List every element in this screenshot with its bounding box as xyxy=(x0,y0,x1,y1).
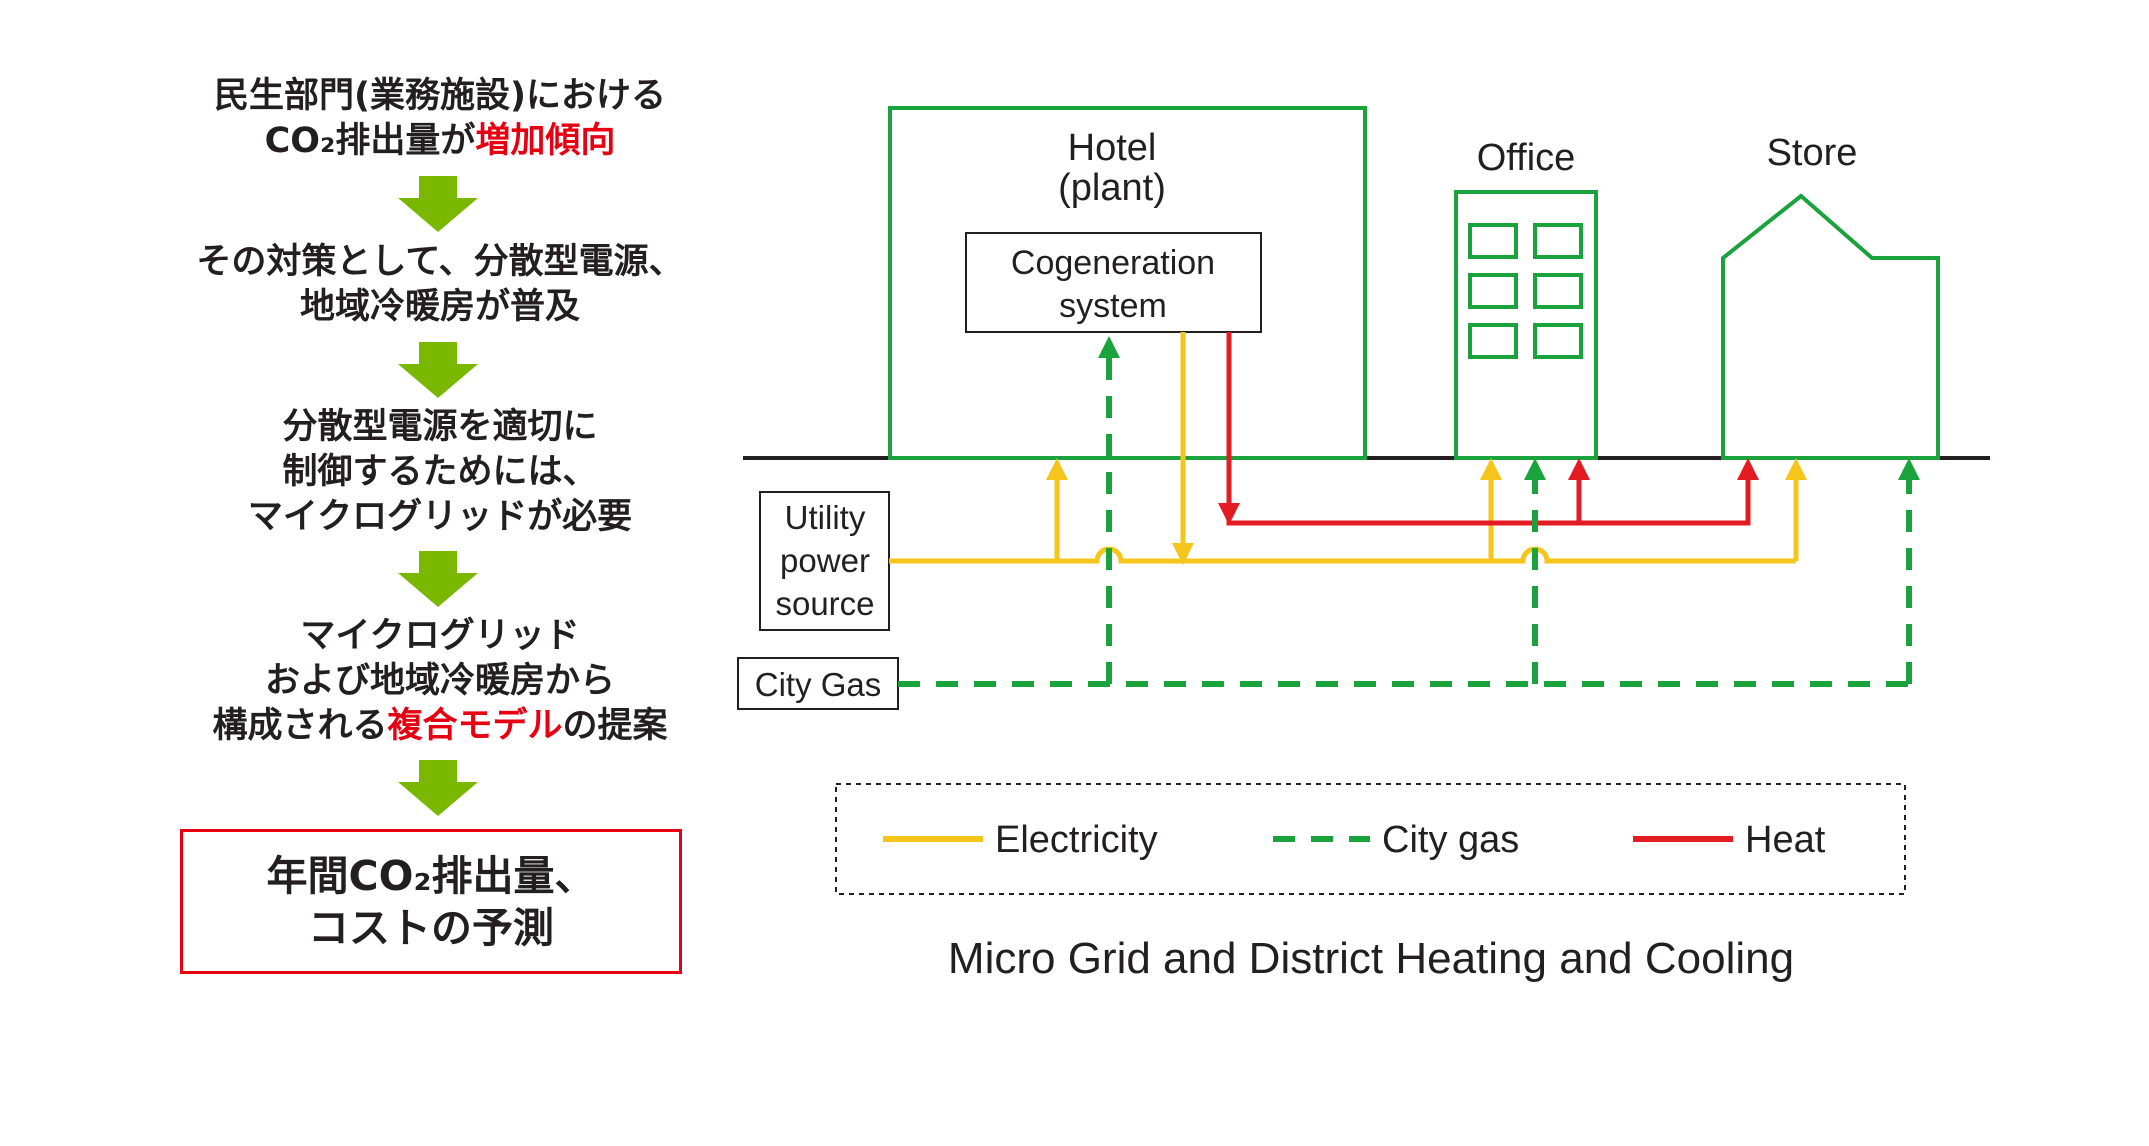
gas-arrowheads xyxy=(1098,336,1920,480)
flow-step-4-line-2: および地域冷暖房から xyxy=(264,661,615,701)
flow-step-1-text: CO₂排出量が xyxy=(264,121,476,161)
utility-power-source-box xyxy=(759,491,890,631)
gas-lines xyxy=(898,355,1912,687)
office-window xyxy=(1468,323,1518,359)
result-line-2: コストの予測 xyxy=(308,903,554,952)
utility-label-3: source xyxy=(775,585,874,622)
office-window xyxy=(1468,273,1518,309)
heat-arrow-down xyxy=(1218,503,1240,525)
flow-step-1: 民生部門(業務施設)における CO₂排出量が増加傾向 xyxy=(160,74,720,164)
electricity-arrow-store xyxy=(1785,458,1807,480)
electricity-arrow-bus xyxy=(1172,543,1194,565)
legend-box xyxy=(835,783,1906,895)
flow-step-1-highlight: 増加傾向 xyxy=(475,121,616,161)
gas-arrow-cogeneration xyxy=(1098,336,1120,358)
electricity-arrow-hotel xyxy=(1046,458,1068,480)
cogeneration-box xyxy=(965,232,1262,333)
legend-gas-label: City gas xyxy=(1382,819,1519,861)
flow-step-2: その対策として、分散型電源、 地域冷暖房が普及 xyxy=(160,240,720,330)
hotel-label: Hotel xyxy=(1068,127,1157,169)
office-window xyxy=(1533,323,1583,359)
flow-step-1-line-2: CO₂排出量が増加傾向 xyxy=(160,119,720,164)
flow-step-4-text-pre: 構成される xyxy=(212,706,388,746)
result-box: 年間CO₂排出量、 コストの予測 xyxy=(180,829,682,974)
flow-step-4-text-post: の提案 xyxy=(562,706,668,746)
city-gas-source-label: City Gas xyxy=(755,666,882,703)
utility-label-1: Utility xyxy=(785,499,866,536)
gas-arrow-office xyxy=(1524,458,1546,480)
gas-arrow-store xyxy=(1898,458,1920,480)
flow-step-2-line-1: その対策として、分散型電源、 xyxy=(196,242,684,282)
hotel-building xyxy=(888,106,1367,460)
cogeneration-label-1: Cogeneration xyxy=(1011,244,1215,282)
flow-step-3-line-2: 制御するためには、 xyxy=(282,452,598,492)
store-building xyxy=(1721,193,1940,460)
office-building xyxy=(1454,190,1598,460)
electricity-bus xyxy=(889,546,1796,564)
electricity-arrowheads xyxy=(1046,458,1807,565)
office-window xyxy=(1468,223,1518,259)
hotel-plant-label: (plant) xyxy=(1058,167,1166,209)
flow-step-2-line-2: 地域冷暖房が普及 xyxy=(299,287,580,327)
store-label: Store xyxy=(1767,132,1858,174)
flow-step-4: マイクログリッド および地域冷暖房から 構成される複合モデルの提案 xyxy=(160,614,720,749)
legend-heat-label: Heat xyxy=(1745,819,1826,861)
flow-step-1-line-1: 民生部門(業務施設)における xyxy=(214,76,666,116)
heat-arrow-store xyxy=(1737,458,1759,480)
electricity-lines xyxy=(889,332,1799,564)
flow-step-4-line-3: 構成される複合モデルの提案 xyxy=(160,704,720,749)
office-window xyxy=(1533,223,1583,259)
city-gas-source-box xyxy=(737,657,899,710)
flow-step-4-line-1: マイクログリッド xyxy=(300,616,580,656)
office-label: Office xyxy=(1477,137,1576,179)
electricity-arrow-office xyxy=(1480,458,1502,480)
heat-arrowheads xyxy=(1218,458,1759,525)
office-windows xyxy=(1468,223,1583,359)
office-window xyxy=(1533,273,1583,309)
heat-arrow-office xyxy=(1568,458,1590,480)
legend-electricity-label: Electricity xyxy=(995,819,1158,861)
flow-step-3-line-1: 分散型電源を適切に xyxy=(282,407,598,447)
diagram-caption: Micro Grid and District Heating and Cool… xyxy=(948,934,1794,983)
flow-step-4-highlight: 複合モデル xyxy=(387,706,563,746)
heat-main xyxy=(1226,332,1751,526)
utility-label-2: power xyxy=(780,542,870,579)
flow-step-3-line-3: マイクログリッドが必要 xyxy=(247,497,633,537)
cogeneration-label-2: system xyxy=(1059,287,1167,325)
flow-step-3: 分散型電源を適切に 制御するためには、 マイクログリッドが必要 xyxy=(160,405,720,540)
result-line-1: 年間CO₂排出量、 xyxy=(266,851,596,900)
heat-lines xyxy=(1226,332,1751,526)
